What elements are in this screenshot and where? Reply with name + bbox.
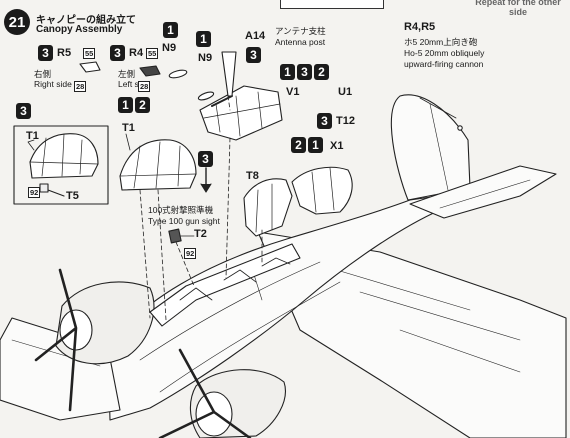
step-title-en: Canopy Assembly: [36, 24, 123, 35]
sight-arrowhead: [200, 183, 212, 193]
inset-t5-part: [39, 183, 49, 193]
part-r5: [79, 61, 101, 73]
part-r4: [139, 65, 161, 77]
r45-en1: Ho-5 20mm obliquely: [404, 48, 485, 58]
r45-jp: ホ5 20mm上向き砲: [404, 37, 478, 47]
order-r4: 3: [110, 45, 125, 61]
tail-plane-line: [439, 179, 531, 209]
label-u1: U1: [338, 86, 353, 98]
order-r5: 3: [38, 45, 53, 61]
label-t8: T8: [246, 170, 259, 182]
label-x1: X1: [330, 140, 344, 152]
r5-side-jp: 右側: [34, 69, 52, 79]
t5-leader: [47, 189, 65, 197]
part-t8-canopy: [243, 178, 293, 237]
r4-side-en: Left side: [118, 79, 151, 89]
repeat-note: Repeat for the other side: [475, 0, 561, 18]
step-number-badge: 21: [4, 9, 30, 35]
order-box: 3: [16, 103, 31, 119]
tail-fin: [390, 94, 471, 201]
inset-box: [13, 125, 109, 205]
decal-t5: 92: [28, 187, 41, 198]
decal-r5: 28: [74, 81, 87, 92]
tail-plane: [409, 165, 557, 219]
inset-leader: [27, 139, 35, 151]
sight-jp: 100式射撃照準機: [148, 205, 214, 215]
part-n9-a: [168, 69, 188, 79]
part-x1-frames: [311, 167, 335, 213]
r45-en2: upward-firing cannon: [404, 59, 484, 69]
tag-r5: 55: [83, 48, 96, 59]
a14-en: Antenna post: [275, 37, 326, 47]
label-n9b: N9: [198, 52, 213, 64]
label-t12: T12: [336, 115, 355, 127]
part-v1-frames: [203, 91, 281, 137]
assembly-leaders: [139, 95, 263, 321]
right-wing: [257, 231, 567, 438]
part-t1-frames: [119, 141, 197, 189]
step-title-jp: キャノピーの組み立て: [36, 15, 136, 26]
label-a14: A14: [245, 30, 266, 42]
label-t2: T2: [194, 228, 207, 240]
label-v1: V1: [286, 86, 300, 98]
t1-leader: [125, 133, 131, 151]
tail-fin-rivet: [457, 125, 463, 131]
propeller-left: [34, 268, 78, 412]
right-wing-panel-lines: [329, 267, 521, 373]
a14-jp: アンテナ支柱: [275, 26, 326, 36]
decal-r4: 28: [138, 81, 151, 92]
order-t12: 3: [317, 113, 332, 129]
label-t1-box: T1: [26, 130, 39, 142]
label-n9a: N9: [162, 42, 177, 54]
label-t5: T5: [66, 190, 79, 202]
label-r4: R4: [129, 47, 144, 59]
order-n9a: 1: [163, 22, 178, 38]
sight-en: Type 100 gun sight: [148, 216, 220, 226]
propeller-right: [158, 348, 252, 438]
order-a14: 3: [246, 47, 261, 63]
label-r45: R4,R5: [404, 21, 436, 33]
label-r5: R5: [57, 47, 72, 59]
spinner-right: [195, 391, 233, 437]
part-t2-gunsight: [168, 228, 182, 244]
order-sight: 3: [198, 151, 213, 167]
r45-leader: [419, 97, 457, 119]
part-v1-slot: [211, 95, 233, 107]
previous-step-box: [280, 0, 384, 9]
part-t8-frames: [255, 183, 273, 233]
part-n9-b: [197, 91, 215, 101]
decal-t2: 92: [184, 248, 197, 259]
tail-fin-rudder: [429, 103, 449, 191]
cockpit-seats: [179, 257, 291, 301]
part-x1-canopy: [291, 166, 353, 215]
label-t1: T1: [122, 122, 135, 134]
part-a14-antenna: [221, 51, 237, 97]
r5-side-en: Right side: [34, 79, 72, 89]
inset-t1-frames: [29, 133, 99, 177]
order-n9b: 1: [196, 31, 211, 47]
r4-side-jp: 左側: [118, 69, 136, 79]
tag-r4: 55: [146, 48, 159, 59]
cockpit-opening: [149, 243, 301, 327]
